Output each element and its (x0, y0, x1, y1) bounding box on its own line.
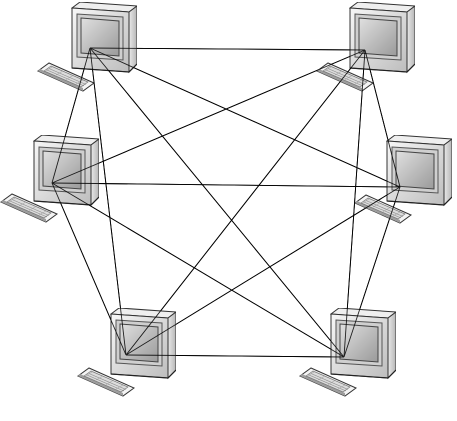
link-computer-4-computer-6-overlay (343, 186, 401, 358)
link-computer-3-computer-5-overlay (51, 182, 127, 356)
link-computer-1-computer-2-overlay (89, 47, 366, 51)
desktop-computer-icon (349, 2, 415, 73)
mesh-nodes (0, 2, 452, 397)
link-computer-1-computer-6-overlay (89, 47, 345, 358)
link-computer-2-computer-6-overlay (343, 49, 366, 358)
mesh-links-overlay (51, 47, 401, 358)
link-computer-2-computer-4-overlay (364, 49, 401, 188)
desktop-computer-icon (330, 308, 396, 379)
desktop-computer-icon (71, 2, 137, 73)
link-computer-1-computer-5-overlay (89, 47, 127, 356)
computer-4-node (354, 135, 452, 224)
computer-1-node (37, 2, 137, 92)
computer-5-node (77, 308, 176, 397)
link-computer-5-computer-6-overlay (125, 354, 345, 358)
computer-2-node (316, 2, 415, 92)
link-computer-1-computer-3-overlay (51, 47, 91, 184)
link-computer-2-computer-5-overlay (125, 49, 366, 356)
link-computer-3-computer-6-overlay (51, 182, 345, 358)
link-computer-3-computer-4-overlay (51, 182, 401, 188)
link-computer-2-computer-3-overlay (51, 49, 366, 184)
link-computer-4-computer-5-overlay (125, 186, 401, 356)
computer-3-node (0, 135, 99, 223)
desktop-computer-icon (33, 135, 99, 206)
desktop-computer-icon (386, 135, 452, 206)
link-computer-1-computer-4-overlay (89, 47, 401, 188)
